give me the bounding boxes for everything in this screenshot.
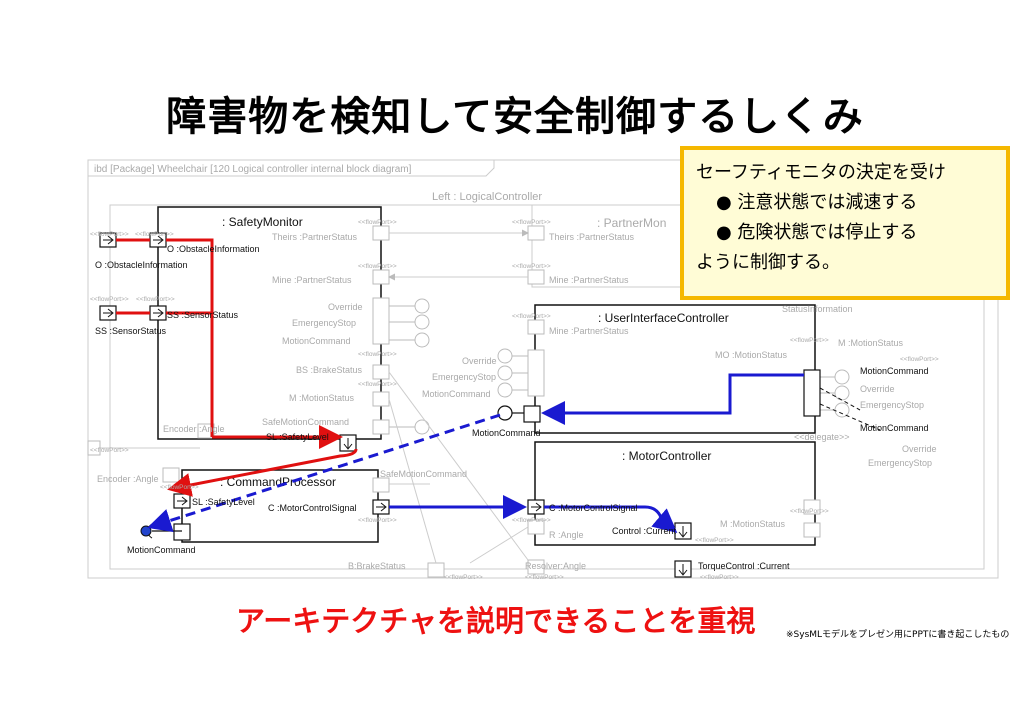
label-mine-status-2: Mine :PartnerStatus	[549, 275, 629, 285]
frame-label: ibd [Package] Wheelchair [120 Logical co…	[94, 164, 412, 175]
stereo-2: <<flowPort>>	[135, 231, 174, 238]
label-motion-status-1: M :MotionStatus	[289, 393, 355, 403]
stereo-7: <<flowPort>>	[358, 263, 397, 270]
label-control-current: Control :Current	[612, 526, 677, 536]
label-safe-motion-command-2: SafeMotionCommand	[380, 469, 467, 479]
delegate-dashed-2	[819, 387, 861, 411]
label-motor-control-signal-1: C :MotorControlSignal	[268, 503, 357, 513]
stereo-6: <<flowPort>>	[512, 219, 551, 226]
command-processor-name: : CommandProcessor	[220, 475, 336, 489]
label-encoder-1: Encoder :Angle	[163, 424, 225, 434]
label-motion-command-1: MotionCommand	[282, 336, 351, 346]
label-motion-command-4: MotionCommand	[860, 366, 929, 376]
label-theirs-status-2: Theirs :PartnerStatus	[549, 232, 635, 242]
label-resolver-angle: Resolver:Angle	[525, 561, 586, 571]
emphasis-text: アーキテクチャを説明できることを重視	[236, 604, 756, 638]
label-status-information: StatusInformation	[782, 304, 853, 314]
stereo-16: <<flowPort>>	[900, 356, 939, 363]
stereo-9: <<flowPort>>	[512, 313, 551, 320]
label-brake-status-2: B:BrakeStatus	[348, 561, 406, 571]
stereo-1: <<flowPort>>	[90, 231, 129, 238]
stereo-13: <<flowPort>>	[358, 517, 397, 524]
callout-line-1: セーフティモニタの決定を受け	[696, 162, 946, 183]
stereo-11: <<flowPort>>	[358, 381, 397, 388]
stereo-8: <<flowPort>>	[512, 263, 551, 270]
stereo-10: <<flowPort>>	[358, 351, 397, 358]
label-theirs-status-1: Theirs :PartnerStatus	[272, 232, 358, 242]
label-safety-level-2: SL :SafetyLevel	[192, 497, 255, 507]
label-emergency-stop-3: EmergencyStop	[860, 400, 924, 410]
delegate-dashed	[819, 403, 881, 431]
stereo-12: <<flowPort>>	[90, 447, 129, 454]
label-override-4: Override	[902, 444, 937, 454]
label-safety-level-1: SL :SafetyLevel	[266, 432, 329, 442]
port-arrows	[103, 235, 688, 576]
logical-controller-name: Left : LogicalController	[432, 191, 542, 203]
stereo-4: <<flowPort>>	[136, 296, 175, 303]
red-signal-path	[116, 238, 358, 497]
explanation-callout: セーフティモニタの決定を受け ● 注意状態では減速する ● 危険状態では停止する…	[680, 146, 1010, 300]
label-emergency-stop-2: EmergencyStop	[432, 372, 496, 382]
label-motion-command-3: MotionCommand	[472, 428, 541, 438]
label-r-angle: R :Angle	[549, 530, 584, 540]
stereo-19: <<flowPort>>	[525, 574, 564, 581]
label-motion-status-4: M :MotionStatus	[720, 519, 786, 529]
callout-bullet-2: ● 危険状態では停止する	[716, 222, 918, 243]
stereo-15: <<flowPort>>	[790, 337, 829, 344]
label-motion-status-3: MO :MotionStatus	[715, 350, 788, 360]
stereo-3: <<flowPort>>	[90, 296, 129, 303]
label-obstacle-inner: O :ObstacleInformation	[167, 244, 260, 254]
label-emergency-stop-4: EmergencyStop	[868, 458, 932, 468]
callout-bullet-1: ● 注意状態では減速する	[716, 192, 918, 213]
stereo-17: <<flowPort>>	[790, 508, 829, 515]
label-brake-status-1: BS :BrakeStatus	[296, 365, 363, 375]
stereo-22: <<flowPort>>	[160, 484, 199, 491]
stereo-21: <<flowPort>>	[695, 537, 734, 544]
motor-controller-block	[534, 441, 816, 546]
label-safe-motion-command-1: SafeMotionCommand	[262, 417, 349, 427]
label-torque-control: TorqueControl :Current	[698, 561, 790, 571]
delegate-stereo: <<delegate>>	[794, 432, 850, 442]
callout-line-4: ように制御する。	[696, 252, 840, 273]
ui-controller-name: : UserInterfaceController	[598, 311, 729, 325]
label-motion-status-2: M :MotionStatus	[838, 338, 904, 348]
label-motion-command-6: MotionCommand	[422, 389, 491, 399]
label-obstacle-outer: O :ObstacleInformation	[95, 260, 188, 270]
command-output-node	[140, 525, 152, 537]
label-mine-status-3: Mine :PartnerStatus	[549, 326, 629, 336]
partner-monitor-name: : PartnerMon	[597, 216, 666, 230]
label-override-2: Override	[462, 356, 497, 366]
stereo-18: <<flowPort>>	[444, 574, 483, 581]
stereo-5: <<flowPort>>	[358, 219, 397, 226]
motor-controller-name: : MotorController	[622, 449, 711, 463]
label-motor-control-signal-2: C :MotorControlSignal	[549, 503, 638, 513]
label-motion-command-2: MotionCommand	[127, 545, 196, 555]
footnote: ※SysMLモデルをプレゼン用にPPTに書き起こしたもの	[786, 630, 1010, 640]
blue-signal-path	[147, 373, 804, 533]
label-override-3: Override	[860, 384, 895, 394]
stereo-14: <<flowPort>>	[512, 517, 551, 524]
diagram-frame	[87, 159, 999, 579]
greyed-connectors	[100, 229, 529, 564]
slide-title: 障害物を検知して安全制御するしくみ	[166, 94, 864, 140]
label-mine-status-1: Mine :PartnerStatus	[272, 275, 352, 285]
stereo-20: <<flowPort>>	[700, 574, 739, 581]
label-sensor-outer: SS :SensorStatus	[95, 326, 167, 336]
label-encoder-2: Encoder :Angle	[97, 474, 159, 484]
label-emergency-stop-1: EmergencyStop	[292, 318, 356, 328]
frame-header	[88, 160, 495, 177]
label-override-1: Override	[328, 302, 363, 312]
greyed-lollipops	[389, 298, 850, 435]
label-motion-command-5: MotionCommand	[860, 423, 929, 433]
safety-monitor-name: : SafetyMonitor	[222, 215, 303, 229]
label-sensor-inner: SS :SensorStatus	[167, 310, 239, 320]
